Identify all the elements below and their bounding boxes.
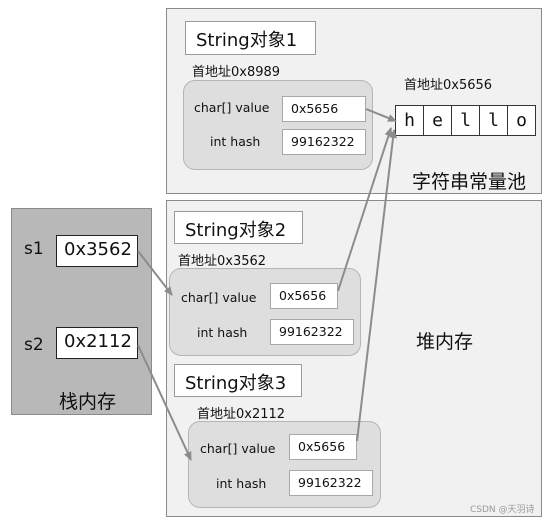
object-2-hash-label: int hash [197, 325, 248, 340]
object-1-value: 0x5656 [282, 96, 366, 122]
arrow-s1-to-object-2 [137, 250, 173, 296]
object-3-hash-label: int hash [216, 476, 267, 491]
object-2-hash: 99162322 [270, 319, 354, 345]
arrow-object-1-to-hello [365, 108, 397, 122]
var-s2-value: 0x2112 [56, 327, 138, 359]
string-object-1-title: String对象1 [185, 21, 316, 55]
pool-address: 首地址0x5656 [404, 78, 493, 93]
object-1-hash: 99162322 [282, 129, 366, 155]
var-s1-name: s1 [24, 239, 44, 259]
arrow-s2-to-object-3 [137, 344, 192, 461]
pool-label: 字符串常量池 [412, 171, 527, 193]
char-cell: h [395, 105, 424, 136]
string-object-1-address: 首地址0x8989 [192, 65, 281, 80]
object-1-value-label: char[] value [194, 100, 270, 115]
var-s2-name: s2 [24, 335, 44, 355]
object-3-value: 0x5656 [289, 434, 357, 460]
object-2-value-label: char[] value [181, 290, 257, 305]
arrow-object-3-to-hello [356, 129, 398, 442]
heap-label: 堆内存 [416, 331, 474, 353]
object-3-hash: 99162322 [289, 470, 373, 496]
string-object-1 [183, 80, 373, 170]
object-1-hash-label: int hash [210, 134, 261, 149]
char-cell: o [507, 105, 536, 136]
var-s1-value: 0x3562 [56, 235, 138, 267]
object-2-value: 0x5656 [270, 283, 338, 309]
string-object-3-address: 首地址0x2112 [197, 407, 286, 422]
stack-label: 栈内存 [59, 391, 117, 413]
watermark: CSDN @天羽诗 [470, 505, 535, 515]
char-array-hello: h e l l o [395, 105, 536, 136]
char-cell: e [423, 105, 452, 136]
string-object-3-title: String对象3 [174, 364, 302, 397]
string-object-2-title: String对象2 [174, 211, 303, 244]
object-3-value-label: char[] value [200, 441, 276, 456]
string-object-2-address: 首地址0x3562 [178, 254, 267, 269]
char-cell: l [479, 105, 508, 136]
char-cell: l [451, 105, 480, 136]
arrow-object-2-to-hello [337, 127, 393, 292]
